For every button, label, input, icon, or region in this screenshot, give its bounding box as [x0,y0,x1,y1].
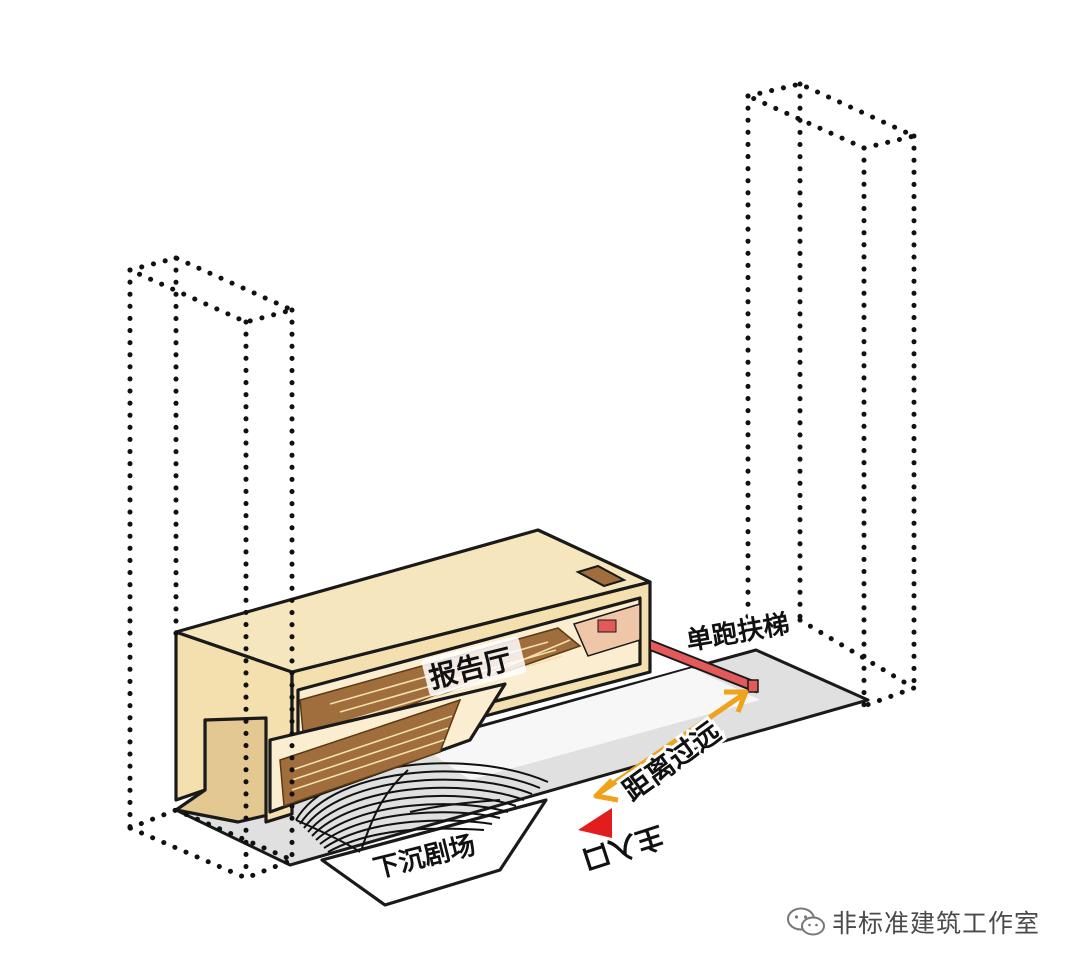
lower-seat-rows [291,715,453,791]
right-tower-outline [745,81,922,709]
stage-prop [597,619,617,633]
label-escalator: 单跑扶梯 [684,609,792,657]
roof-opening [575,564,627,588]
escalator-end [747,679,759,693]
watermark: 非标准建筑工作室 [786,902,1040,942]
entrance-marker [578,808,612,838]
building-roof [174,528,652,674]
sunken-theater-rings [295,762,549,853]
wechat-icon [787,907,825,936]
ground-light-strip [420,668,760,780]
label-escalator-group: 单跑扶梯 [681,606,795,660]
left-tower-outline [127,255,300,881]
sunken-theater-wedge [320,798,548,907]
distance-arrow [593,689,749,803]
watermark-text: 非标准建筑工作室 [832,909,1041,938]
